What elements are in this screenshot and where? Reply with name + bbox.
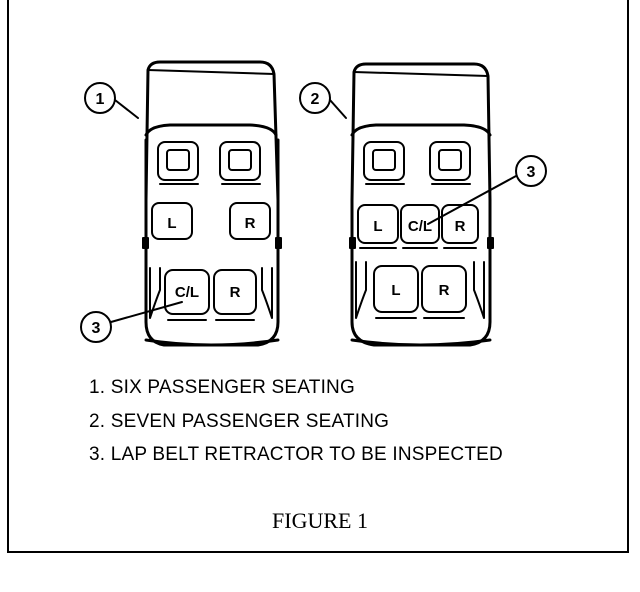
seat-label: C/L: [175, 284, 199, 301]
callout-3-right: 3: [427, 155, 547, 225]
seat-label: L: [167, 215, 176, 232]
callout-number: 1: [96, 91, 105, 108]
seat-row3-cl: C/L: [164, 269, 210, 321]
seat-row2-right: R: [229, 202, 271, 240]
vehicle-2-body: [350, 62, 492, 347]
vehicle-2-windshield: [350, 123, 492, 137]
front-seat-left: [157, 141, 199, 185]
vehicle-1-windshield: [144, 123, 278, 137]
vehicle-seven-passenger: L C/L R L R 2: [299, 62, 547, 347]
seat-label: R: [455, 218, 466, 235]
figure-frame: [7, 0, 629, 553]
legend-item-1: 1. SIX PASSENGER SEATING: [89, 377, 355, 398]
callout-number: 2: [311, 91, 320, 108]
seating-diagram: L R C/L R 1 3: [80, 60, 547, 347]
seat-row2-left: L: [357, 204, 399, 249]
seat-label: R: [230, 284, 241, 301]
seat-label: R: [245, 215, 256, 232]
seat-row3-left: L: [373, 265, 419, 319]
seat-label: C/L: [408, 218, 432, 235]
seat-label: L: [373, 218, 382, 235]
seat-row2-cl: C/L: [400, 204, 440, 249]
seat-row2-right: R: [441, 204, 479, 249]
front-seat-right: [219, 141, 261, 185]
front-seat-left: [363, 141, 405, 185]
callout-3-left: 3: [80, 301, 183, 343]
seat-label: R: [439, 282, 450, 299]
legend-item-2: 2. SEVEN PASSENGER SEATING: [89, 411, 390, 432]
callout-2: 2: [299, 82, 347, 119]
legend-item-3: 3. LAP BELT RETRACTOR TO BE INSPECTED: [89, 444, 503, 465]
seat-row2-left: L: [151, 202, 193, 240]
vehicle-six-passenger: L R C/L R 1 3: [80, 60, 282, 347]
seat-label: L: [391, 282, 400, 299]
figure-title: FIGURE 1: [272, 508, 368, 533]
front-seat-right: [429, 141, 471, 185]
vehicle-2-hood: [353, 71, 489, 77]
callout-1: 1: [84, 82, 139, 119]
seat-row3-right: R: [421, 265, 467, 319]
vehicle-1-hood: [147, 69, 275, 75]
callout-number: 3: [527, 164, 536, 181]
callout-number: 3: [92, 320, 101, 337]
seat-row3-right: R: [213, 269, 257, 321]
